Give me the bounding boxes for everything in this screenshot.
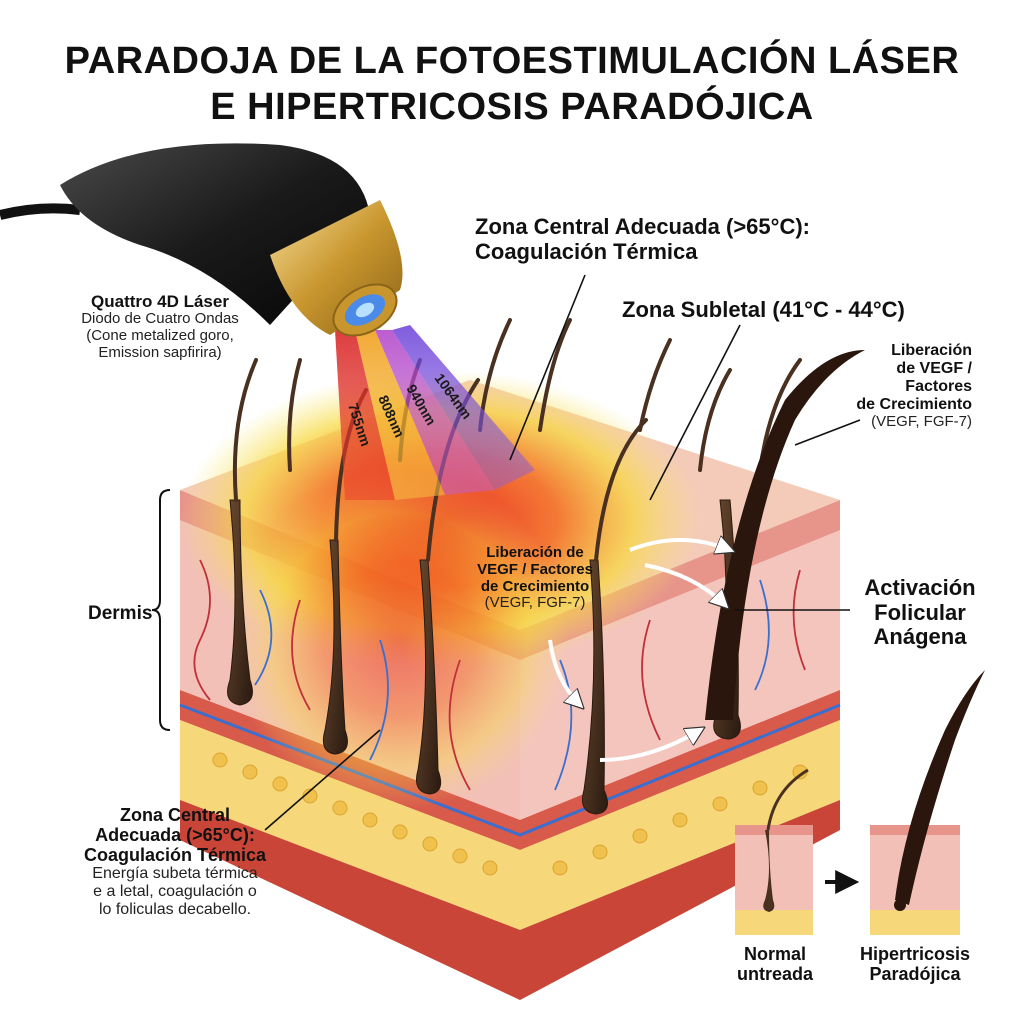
vegf-right-line-3: Factores — [905, 377, 972, 395]
vegf-right-label: Liberación de VEGF / Factores de Crecimi… — [800, 342, 972, 430]
device-desc-2: (Cone metalized goro, — [86, 326, 234, 344]
zone-subletal-label: Zona Subletal (41°C - 44°C) — [622, 297, 905, 322]
blood-vessels — [193, 559, 806, 791]
growth-factor-arrows — [548, 540, 730, 762]
leader-lines — [264, 274, 861, 831]
vegf-right-line-5: (VEGF, FGF-7) — [871, 412, 972, 430]
zone-central-top-line-2: Coagulación Térmica — [475, 238, 698, 264]
zone-central-bottom-label: Zona Central Adecuada (>65°C): Coagulaci… — [60, 805, 290, 919]
vegf-right-line-1: Liberación — [891, 342, 972, 359]
dermis-bracket — [151, 489, 171, 731]
normal-caption: Normal untreada — [710, 944, 840, 984]
vegf-right-line-2: de VEGF / — [896, 359, 972, 377]
page-title: PARADOJA DE LA FOTOESTIMULACIÓN LÁSER E … — [0, 38, 1024, 131]
activation-line-1: Activación — [864, 575, 976, 600]
fat-layer — [212, 752, 808, 876]
zone-central-top-label: Zona Central Adecuada (>65°C): Coagulaci… — [475, 214, 810, 264]
activation-label: Activación Folicular Anágena — [850, 575, 990, 650]
vegf-center-line-2: VEGF / Factores — [477, 560, 593, 578]
zone-central-top-line-1: Zona Central Adecuada (>65°C): — [475, 214, 810, 239]
normal-caption-line-2: untreada — [736, 964, 814, 985]
vegf-center-line-4: (VEGF, FGF-7) — [484, 594, 586, 612]
activation-line-2: Folicular — [874, 599, 966, 625]
device-desc-3: Emission sapfirira) — [98, 343, 222, 361]
device-desc-1: Diodo de Cuatro Ondas — [81, 310, 239, 328]
laser-handpiece — [0, 143, 403, 337]
normal-caption-line-1: Normal — [743, 944, 806, 964]
zone-central-bottom-desc-1: Energía subeta térmica — [92, 865, 258, 883]
vegf-center-label: Liberación de VEGF / Factores de Crecimi… — [460, 544, 610, 612]
hyper-caption-line-2: Paradójica — [869, 964, 961, 985]
hyper-caption-line-1: Hipertricosis — [859, 944, 971, 964]
zone-central-bottom-desc-2: e a letal, coagulación o — [93, 883, 257, 901]
normal-inset — [735, 768, 813, 935]
vegf-center-line-1: Liberación de — [486, 544, 584, 561]
activation-line-3: Anágena — [873, 624, 967, 650]
dermis-label: Dermis — [88, 603, 153, 624]
zone-central-bottom-line-2: Adecuada (>65°C): — [95, 825, 255, 846]
laser-beams — [335, 325, 535, 500]
device-name: Quattro 4D Láser — [91, 292, 229, 311]
zone-central-bottom-desc-3: lo foliculas decabello. — [98, 901, 252, 919]
activated-hair — [705, 350, 865, 720]
device-label: Quattro 4D Láser Diodo de Cuatro Ondas (… — [60, 292, 260, 361]
vegf-right-line-4: de Crecimiento — [856, 395, 972, 413]
zone-central-bottom-line-1: Zona Central — [119, 805, 230, 825]
hyper-caption: Hipertricosis Paradójica — [840, 944, 990, 984]
title-line-1: PARADOJA DE LA FOTOESTIMULACIÓN LÁSER — [64, 40, 960, 82]
vegf-center-line-3: de Crecimiento — [480, 577, 590, 595]
title-line-2: E HIPERTRICOSIS PARADÓJICA — [210, 86, 814, 129]
hyper-inset — [870, 670, 985, 935]
zone-central-bottom-line-3: Coagulación Térmica — [83, 845, 267, 866]
